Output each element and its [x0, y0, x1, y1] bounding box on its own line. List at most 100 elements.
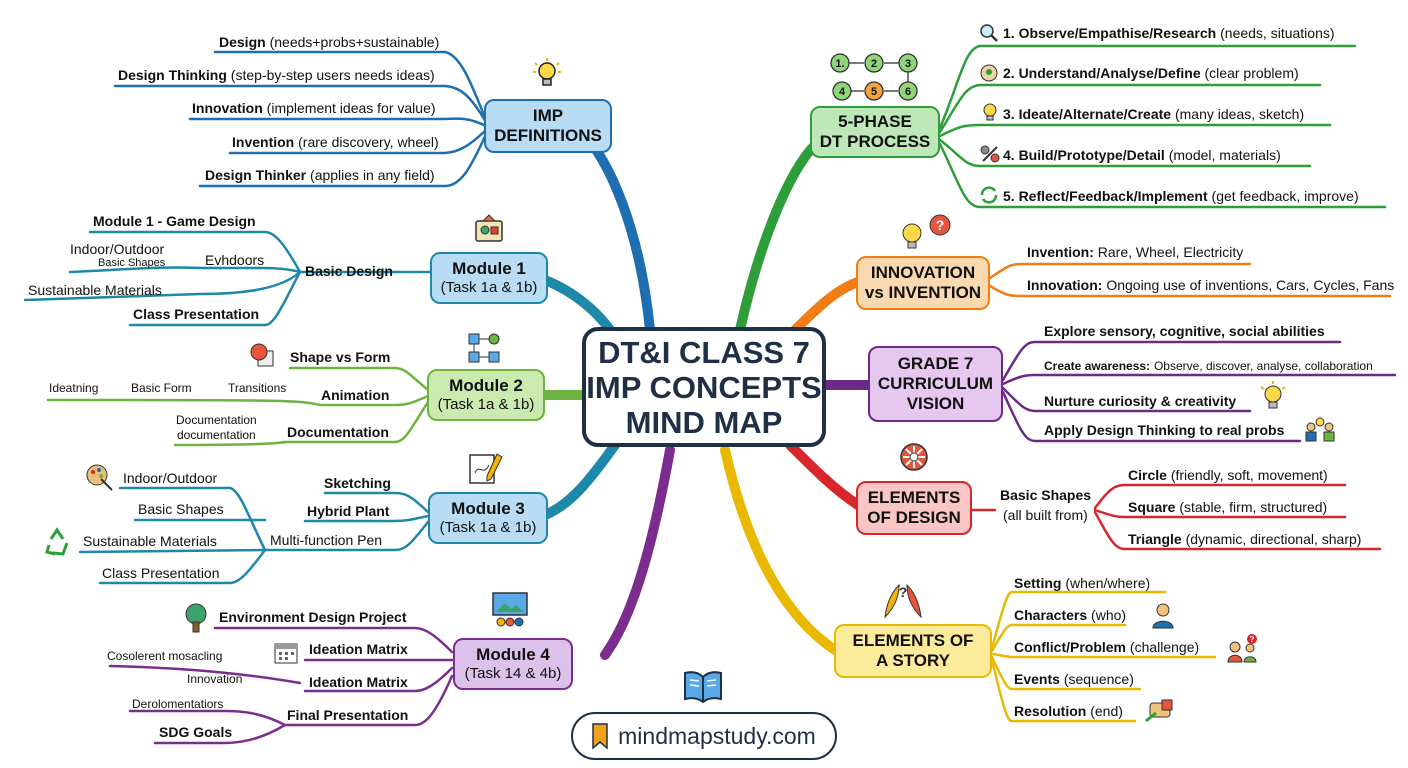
curriculum-create-awareness: Create awareness: Observe, discover, ana… — [1044, 359, 1373, 373]
dt-phase-3: 3. Ideate/Alternate/Create (many ideas, … — [1003, 106, 1305, 122]
def-invention: Invention (rare discovery, wheel) — [232, 134, 439, 150]
shape-square: Square (stable, firm, structured) — [1128, 499, 1328, 515]
phase-badge-4: 4 — [839, 86, 846, 98]
story-events: Events (sequence) — [1014, 671, 1134, 687]
phase-badge-2: 2 — [871, 58, 877, 70]
bookmark-icon — [592, 723, 608, 749]
open-book-icon — [680, 666, 726, 706]
module-1-title: Module 1 — [452, 259, 526, 278]
module-4-sdg-goals: SDG Goals — [159, 724, 233, 740]
def-design-thinking: Design Thinking (step-by-step users need… — [118, 67, 435, 83]
module-3-class-presentation: Class Presentation — [102, 565, 220, 581]
phase-badge-3: 3 — [905, 58, 911, 70]
design-compass-icon — [895, 438, 933, 476]
dt-phase-5: 5. Reflect/Feedback/Implement (get feedb… — [1003, 188, 1359, 204]
dt-process-node: 5-PHASE DT PROCESS — [810, 106, 940, 158]
tools-icon — [978, 143, 1002, 165]
innovation-vs-invention-title-2: vs INVENTION — [864, 283, 982, 302]
module-1-evhdoors: Evhdoors — [205, 252, 265, 268]
refresh-icon — [978, 184, 1000, 206]
story-title-1: ELEMENTS OF — [852, 631, 974, 650]
module-1-indoor-outdoor: Indoor/Outdoor — [70, 241, 165, 257]
elements-of-design-node: ELEMENTS OF DESIGN — [856, 481, 972, 535]
curriculum-vision-node: GRADE 7 CURRICULUM VISION — [868, 346, 1003, 422]
module-3-basic-shapes: Basic Shapes — [138, 501, 224, 517]
invention-definition: Invention: Rare, Wheel, Electricity — [1027, 244, 1244, 260]
bulb-small-icon — [980, 101, 1000, 123]
phase-badge-1: 1. — [835, 58, 844, 70]
dt-process-title-1: 5-PHASE — [838, 112, 912, 131]
module-4-subtitle: (Task 14 & 4b) — [464, 665, 562, 682]
lightbulb-icon — [530, 56, 564, 92]
idea-question-icon: ? — [895, 212, 955, 252]
story-characters: Characters (who) — [1014, 607, 1127, 623]
recycle-icon — [42, 526, 74, 558]
phase-badge-6: 6 — [905, 86, 911, 98]
def-innovation: Innovation (implement ideas for value) — [192, 100, 436, 116]
module-3-multi-function-pen: Multi-function Pen — [270, 532, 383, 548]
presentation-screen-icon — [490, 590, 530, 630]
people-question-icon: ? — [1225, 632, 1261, 664]
module-2-node: Module 2 (Task 1a & 1b) — [427, 369, 545, 421]
innovation-vs-invention-node: INNOVATION vs INVENTION — [856, 256, 990, 310]
shape-circle: Circle (friendly, soft, movement) — [1128, 467, 1328, 483]
module-3-sustainable-materials: Sustainable Materials — [83, 533, 217, 549]
module-2-animation: Animation — [321, 387, 390, 403]
brand-url[interactable]: mindmapstudy.com — [618, 722, 816, 749]
story-resolution: Resolution (end) — [1014, 703, 1123, 719]
elements-design-title-1: ELEMENTS — [867, 488, 961, 507]
module-2-documentation: Documentation — [287, 424, 389, 440]
curriculum-title-3: VISION — [906, 394, 965, 413]
module-4-title: Module 4 — [476, 645, 550, 664]
module-2-transitions: Transitions — [228, 381, 287, 395]
dt-phase-1: 1. Observe/Empathise/Research (needs, si… — [1003, 25, 1335, 41]
elements-of-story-node: ELEMENTS OF A STORY — [834, 624, 992, 678]
module-3-hybrid-plant: Hybrid Plant — [307, 503, 390, 519]
def-design-thinker: Design Thinker (applies in any field) — [205, 167, 435, 183]
module-2-title: Module 2 — [449, 376, 523, 395]
module-3-node: Module 3 (Task 1a & 1b) — [428, 492, 548, 544]
module-2-shape-vs-form: Shape vs Form — [290, 349, 391, 365]
imp-definitions-node: IMP DEFINITIONS — [484, 99, 612, 153]
calendar-grid-icon — [272, 640, 300, 666]
curriculum-explore: Explore sensory, cognitive, social abili… — [1044, 323, 1325, 339]
innovation-vs-invention-title-1: INNOVATION — [870, 263, 976, 282]
people-collaboration-icon — [1302, 416, 1338, 446]
module-1-basic-design: Basic Design — [305, 263, 393, 279]
story-setting: Setting (when/where) — [1014, 575, 1151, 591]
module-4-derolomentatiors: Derolomentatiors — [132, 697, 224, 711]
module-4-final-presentation: Final Presentation — [287, 707, 409, 723]
basic-shapes-label: Basic Shapes — [1000, 487, 1092, 503]
curriculum-apply: Apply Design Thinking to real probs — [1044, 422, 1285, 438]
module-1-basic-shapes: Basic Shapes — [98, 257, 166, 269]
built-from-label: (all built from) — [1003, 507, 1088, 523]
flowchart-icon — [466, 331, 502, 365]
phase-badge-5: 5 — [871, 86, 877, 98]
module-1-class-presentation: Class Presentation — [133, 306, 260, 322]
module-1-subtitle: (Task 1a & 1b) — [440, 279, 538, 296]
shapes-icon — [247, 340, 277, 370]
palette-icon — [84, 462, 116, 494]
module-4-node: Module 4 (Task 14 & 4b) — [453, 638, 573, 690]
svg-text:?: ? — [899, 584, 908, 600]
def-design: Design (needs+probs+sustainable) — [219, 34, 440, 50]
shape-triangle: Triangle (dynamic, directional, sharp) — [1128, 531, 1362, 547]
curriculum-title-1: GRADE 7 — [897, 354, 974, 373]
module-4-ideation-matrix-1: Ideation Matrix — [309, 641, 408, 657]
phase-flow-icon: 1. 2 3 4 5 6 — [830, 53, 918, 101]
module-3-subtitle: (Task 1a & 1b) — [439, 519, 537, 536]
brand-badge[interactable]: mindmapstudy.com — [571, 712, 837, 760]
head-gear-icon — [978, 62, 1000, 84]
module-3-sketching: Sketching — [324, 475, 391, 491]
module-2-basic-form: Basic Form — [131, 381, 192, 395]
imp-definitions-title-2: DEFINITIONS — [494, 126, 602, 145]
module-2-documentation-2: documentation — [177, 428, 256, 442]
elements-design-title-2: OF DESIGN — [867, 508, 961, 527]
module-1-node: Module 1 (Task 1a & 1b) — [430, 252, 548, 304]
module-1-heading: Module 1 - Game Design — [93, 213, 256, 229]
central-topic-line-2: IMP CONCEPTS — [586, 369, 822, 405]
innovation-definition: Innovation: Ongoing use of inventions, C… — [1027, 277, 1395, 293]
svg-text:?: ? — [1250, 635, 1255, 644]
magnifier-icon — [978, 22, 1000, 44]
story-title-2: A STORY — [876, 651, 950, 670]
